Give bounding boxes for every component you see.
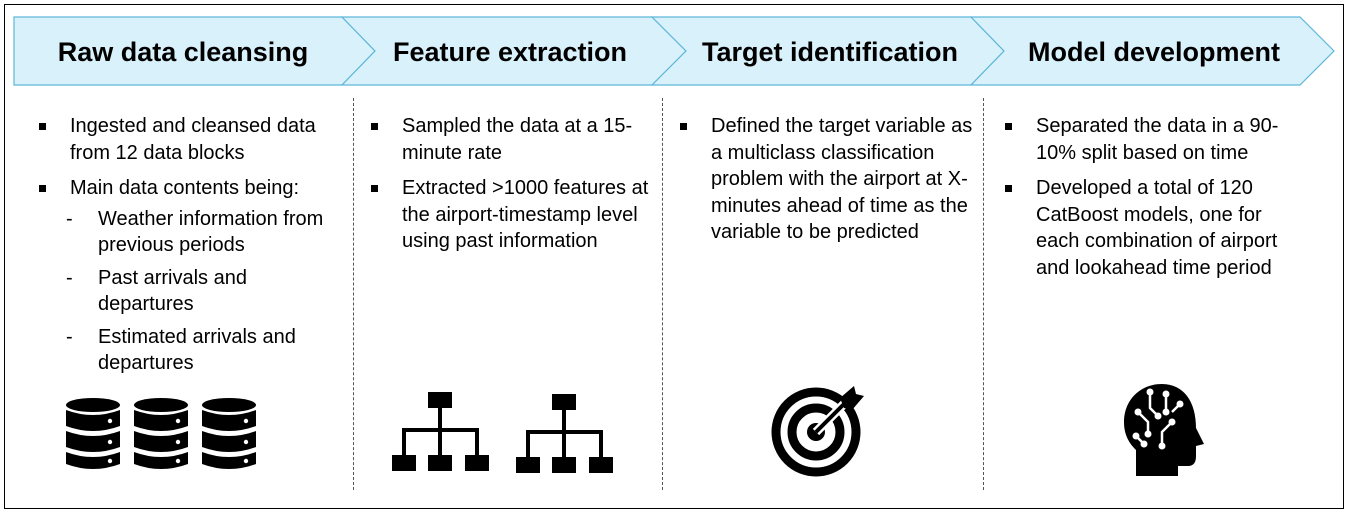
bullet-list: Sampled the data at a 15-minute rate Ext… <box>368 113 658 255</box>
bullet-text: Ingested and cleansed data from 12 data … <box>70 115 316 164</box>
bullet-item: Developed a total of 120 CatBoost models… <box>1002 175 1302 281</box>
bullet-item: Extracted >1000 features at the airport-… <box>368 175 658 255</box>
step-4-details: Separated the data in a 90-10% split bas… <box>1002 113 1302 290</box>
process-chevrons <box>13 16 1335 86</box>
step-title-1: Raw data cleansing <box>57 37 309 67</box>
sub-bullet-item: Estimated arrivals and departures <box>36 324 344 377</box>
target-icon <box>771 386 864 477</box>
step-title-4: Model development <box>1027 37 1281 67</box>
column-divider-2 <box>662 98 663 490</box>
sub-bullet-list: Weather information from previous period… <box>36 206 344 377</box>
step-title-3: Target identification <box>701 37 958 67</box>
bullet-item: Defined the target variable as a multicl… <box>677 113 979 246</box>
step-3-details: Defined the target variable as a multicl… <box>677 113 979 255</box>
bullet-text: Sampled the data at a 15-minute rate <box>402 115 633 164</box>
hierarchy-icon <box>392 392 613 473</box>
bullet-item: Main data contents being: Weather inform… <box>36 175 344 377</box>
database-icon <box>66 398 256 469</box>
bullet-text: Extracted >1000 features at the airport-… <box>402 177 649 252</box>
chevron-step-4 <box>969 16 1335 86</box>
bullet-list: Defined the target variable as a multicl… <box>677 113 979 246</box>
bullet-text: Defined the target variable as a multicl… <box>711 115 973 243</box>
bullet-item: Ingested and cleansed data from 12 data … <box>36 113 344 166</box>
bullet-list: Ingested and cleansed data from 12 data … <box>36 113 344 377</box>
sub-bullet-item: Weather information from previous period… <box>36 206 344 259</box>
column-divider-3 <box>983 98 984 490</box>
bullet-list: Separated the data in a 90-10% split bas… <box>1002 113 1302 281</box>
bullet-text: Separated the data in a 90-10% split bas… <box>1036 115 1279 164</box>
sub-bullet-item: Past arrivals and departures <box>36 265 344 318</box>
bullet-item: Separated the data in a 90-10% split bas… <box>1002 113 1302 166</box>
bullet-text: Developed a total of 120 CatBoost models… <box>1036 177 1278 279</box>
bullet-item: Sampled the data at a 15-minute rate <box>368 113 658 166</box>
ai-head-icon <box>1124 384 1204 476</box>
diagram-frame <box>4 4 1344 509</box>
step-title-2: Feature extraction <box>392 37 628 67</box>
bullet-text: Main data contents being: <box>70 177 300 199</box>
column-divider-1 <box>353 98 354 490</box>
step-2-details: Sampled the data at a 15-minute rate Ext… <box>368 113 658 264</box>
step-1-details: Ingested and cleansed data from 12 data … <box>36 113 344 386</box>
